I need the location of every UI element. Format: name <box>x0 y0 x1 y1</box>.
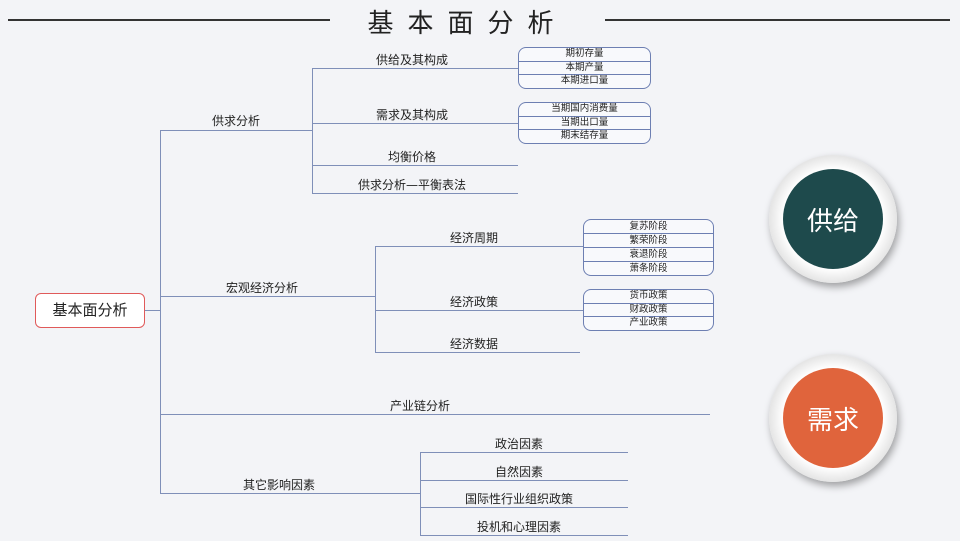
box-item: 当期国内消费量 <box>551 103 618 114</box>
node-demand[interactable]: 需求及其构成 <box>375 108 449 122</box>
node-natural[interactable]: 自然因素 <box>494 465 544 479</box>
demand-badge-label: 需求 <box>783 368 883 468</box>
box-item: 复苏阶段 <box>629 221 668 232</box>
node-policy[interactable]: 经济政策 <box>449 295 499 309</box>
node-data[interactable]: 经济数据 <box>449 337 499 351</box>
node-equilibrium[interactable]: 均衡价格 <box>387 150 437 164</box>
branch-supply-demand[interactable]: 供求分析 <box>211 114 261 128</box>
box-item: 本期产量 <box>519 60 650 75</box>
box-item: 衰退阶段 <box>584 247 713 261</box>
node-cycle[interactable]: 经济周期 <box>449 231 499 245</box>
branch-industry[interactable]: 产业链分析 <box>389 399 451 413</box>
policy-box: 货币政策 财政政策 产业政策 <box>583 289 714 331</box>
node-balance-sheet[interactable]: 供求分析—平衡表法 <box>357 178 467 192</box>
node-supply[interactable]: 供给及其构成 <box>375 53 449 67</box>
demand-badge: 需求 <box>769 354 897 482</box>
title-rule-right <box>605 19 950 21</box>
box-item: 货币政策 <box>629 290 668 301</box>
branch-other[interactable]: 其它影响因素 <box>242 478 316 492</box>
box-item: 本期进口量 <box>519 74 650 88</box>
supply-badge-label: 供给 <box>783 169 883 269</box>
trunk <box>160 130 161 493</box>
box-item: 当期出口量 <box>519 115 650 130</box>
box-item: 期末结存量 <box>519 129 650 143</box>
branch-macro[interactable]: 宏观经济分析 <box>225 281 299 295</box>
title-rule-left <box>8 19 330 21</box>
node-international[interactable]: 国际性行业组织政策 <box>464 492 574 506</box>
supply-box: 期初存量 本期产量 本期进口量 <box>518 47 651 89</box>
box-item: 萧条阶段 <box>584 261 713 275</box>
node-political[interactable]: 政治因素 <box>494 437 544 451</box>
box-item: 繁荣阶段 <box>584 233 713 247</box>
demand-box: 当期国内消费量 当期出口量 期末结存量 <box>518 102 651 144</box>
page-title: 基本面分析 <box>367 9 568 39</box>
supply-badge: 供给 <box>769 155 897 283</box>
cycle-box: 复苏阶段 繁荣阶段 衰退阶段 萧条阶段 <box>583 219 714 276</box>
box-item: 期初存量 <box>565 48 604 59</box>
node-speculation[interactable]: 投机和心理因素 <box>476 520 562 534</box>
box-item: 财政政策 <box>584 302 713 317</box>
box-item: 产业政策 <box>584 316 713 330</box>
root-node[interactable]: 基本面分析 <box>35 293 145 328</box>
